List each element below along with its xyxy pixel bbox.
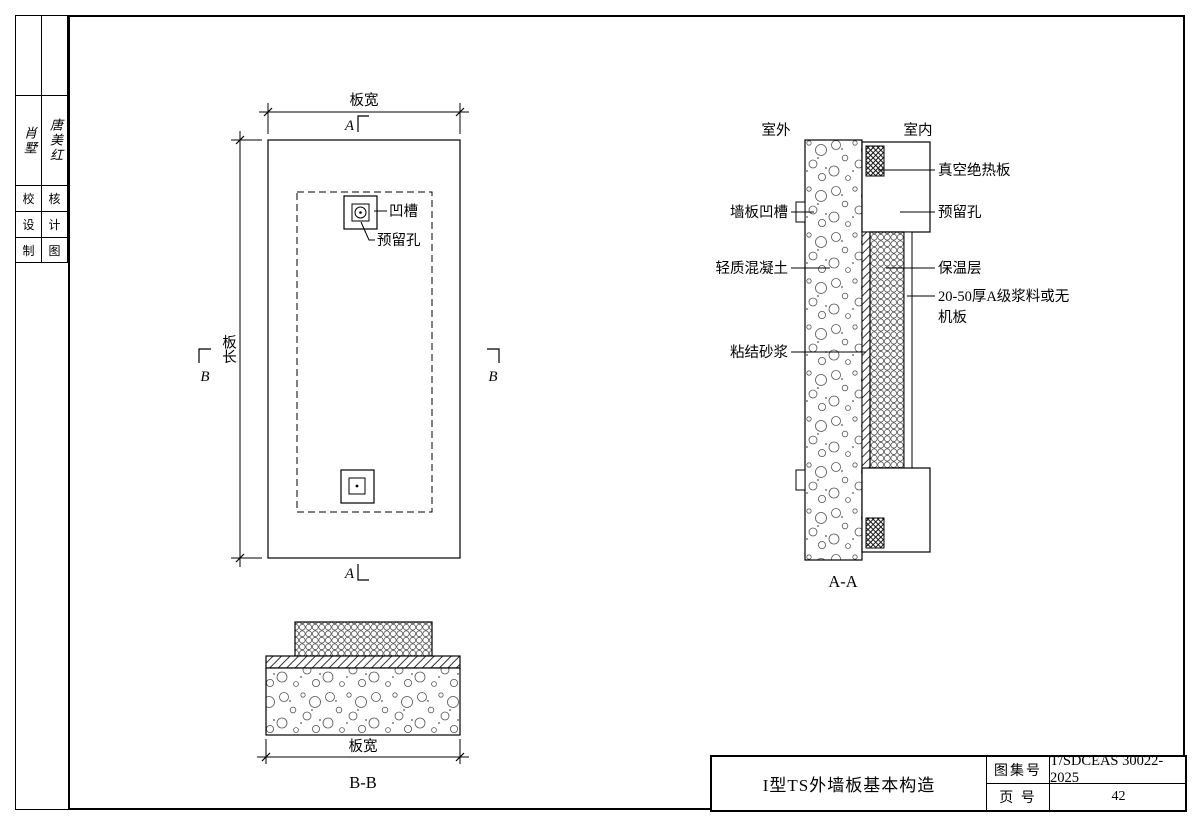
signature-text: 唐美红 [47,118,62,163]
dimension-panel-length-left: 板长 [220,131,262,567]
reserved-hole-label: 预留孔 [377,232,421,249]
finish-board-label-line1: 20-50厚A级浆料或无 [938,287,1069,305]
atlas-number-value: T/SDCEAS 30022-2025 [1050,753,1187,786]
atlas-number-label: 图集号 [987,757,1050,784]
bb-insulation-layer [294,621,433,657]
svg-text:A: A [344,118,355,134]
plan-view: 凹槽 预留孔 板宽 [198,91,500,582]
aa-edge-groove-bottom [795,469,806,491]
outdoor-label: 室外 [762,122,791,139]
svg-text:A: A [344,566,355,582]
role-checker-char1: 校 [15,185,41,211]
technical-drawing: 凹槽 预留孔 板宽 [198,91,1070,792]
aa-vacuum-panel-bottom [865,517,885,549]
top-groove-detail: 凹槽 预留孔 [343,195,421,249]
dimension-panel-width-bottom: 板宽 [257,737,469,764]
indoor-label: 室内 [904,122,933,139]
aa-vacuum-panel-top [865,145,885,177]
wall-groove-label: 墙板凹槽 [730,203,788,221]
panel-width-dim-label: 板宽 [350,91,379,109]
aa-concrete-layer [804,139,863,561]
strip-empty-cell [15,15,41,95]
section-mark-a-bottom: A [344,564,369,582]
role-drafter-char2: 图 [41,237,67,263]
page-number-value: 42 [1111,788,1126,804]
vacuum-panel-label: 真空绝热板 [938,161,1011,179]
finish-board-label-line2: 机板 [938,308,967,326]
section-mark-a-top: A [344,115,369,134]
lightweight-concrete-label: 轻质混凝土 [716,260,789,277]
panel-outline [267,139,461,559]
bond-mortar-label: 粘结砂浆 [730,343,788,361]
bb-mortar-layer [265,655,461,669]
section-bb-title: B-B [349,773,377,792]
aa-finish-board-layer [903,231,913,469]
signature-text: 肖墅 [21,125,36,156]
aa-insulation-layer [869,231,905,469]
title-block: I型TS外墙板基本构造 图集号 T/SDCEAS 30022-2025 页 号 … [710,753,1187,812]
reserved-hole-label: 预留孔 [938,204,982,221]
signature-left: 肖墅 [15,95,41,185]
bb-concrete-layer [265,667,461,736]
panel-length-dim-label: 板长 [220,333,236,364]
page-number-label: 页 号 [987,783,1050,810]
insulation-label: 保温层 [938,260,982,277]
panel-inner-dashed-outline [296,191,433,513]
section-mark-b-right: B [487,348,500,385]
section-aa: 室外 室内 墙板凹槽 轻质混凝土 粘结砂浆 真空绝热板 预留孔 保温层 20-5… [716,122,1070,591]
role-designer-char2: 计 [41,211,67,237]
role-checker-char2: 核 [41,185,67,211]
aa-bond-mortar-layer [861,231,871,469]
section-mark-b-left: B [198,348,211,385]
section-aa-title: A-A [828,572,857,591]
bottom-groove-detail [340,469,375,504]
role-drafter-char1: 制 [15,237,41,263]
hole-leader-line [360,221,375,241]
left-title-strip: 肖墅 唐美红 校 核 设 计 制 图 [15,15,68,263]
groove-label: 凹槽 [389,203,418,220]
strip-empty-cell [41,15,67,95]
dimension-panel-width-top: 板宽 [259,91,469,134]
svg-text:B: B [200,369,209,385]
signature-right: 唐美红 [41,95,67,185]
bb-panel-width-dim-label: 板宽 [349,737,378,755]
sheet-title: I型TS外墙板基本构造 [712,757,987,810]
role-designer-char1: 设 [15,211,41,237]
svg-text:B: B [488,369,497,385]
section-bb: 板宽 B-B [257,621,469,792]
main-drawing-border [68,15,1185,810]
